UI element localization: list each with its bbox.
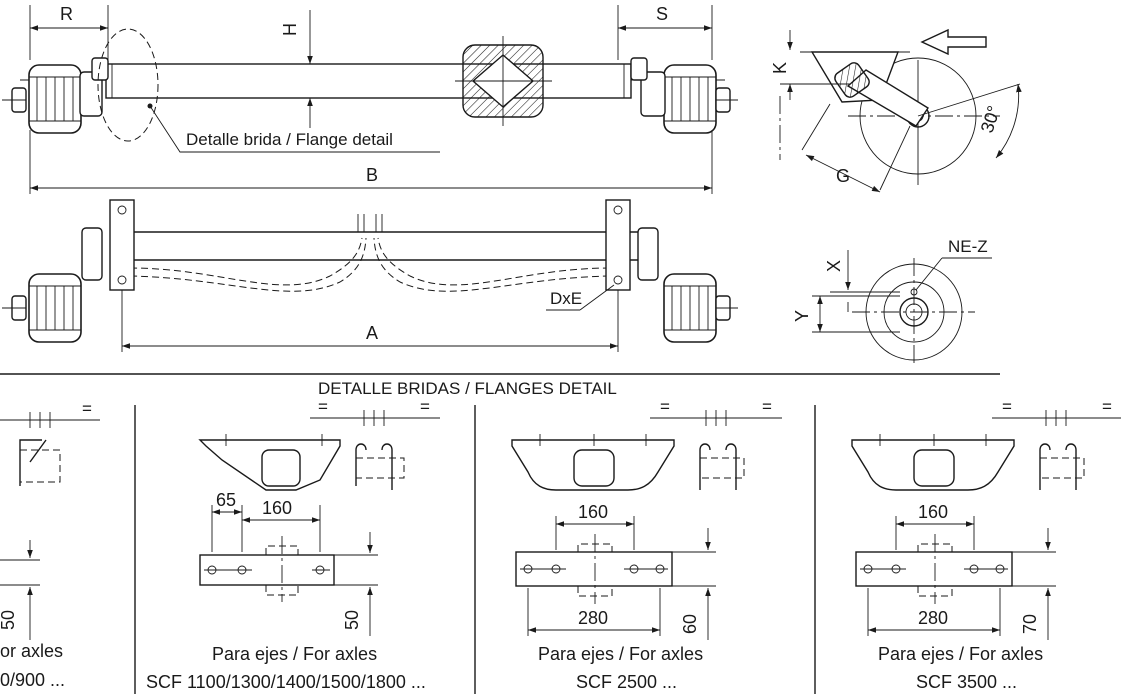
flange-1-caption-1: or axles bbox=[0, 641, 63, 661]
dim-x-label: X bbox=[824, 260, 844, 272]
top-axle-view: R S H Deta bbox=[2, 4, 738, 194]
flange-3-total: 280 bbox=[578, 608, 608, 628]
flange-3-spacing: 160 bbox=[578, 502, 608, 522]
dim-y-label: Y bbox=[792, 310, 812, 322]
flange-4-height: 70 bbox=[1020, 614, 1040, 634]
flange-2-offset: 65 bbox=[216, 490, 236, 510]
section-title: DETALLE BRIDAS / FLANGES DETAIL bbox=[318, 379, 617, 398]
flange-detail-4: = = 160 280 70 Para ejes / For bbox=[851, 397, 1121, 692]
flange-detail-3: = = 160 280 60 Para ejes bbox=[511, 397, 782, 692]
dim-s-label: S bbox=[656, 4, 668, 24]
flange-2-height: 50 bbox=[342, 610, 362, 630]
flange-2-caption-1: Para ejes / For axles bbox=[212, 644, 377, 664]
flange-callout-label: Detalle brida / Flange detail bbox=[186, 130, 393, 149]
dim-r-label: R bbox=[60, 4, 73, 24]
dim-ne-z-label: NE-Z bbox=[948, 237, 988, 256]
flange-3-equals-left: = bbox=[660, 397, 670, 416]
flange-4-spacing: 160 bbox=[918, 502, 948, 522]
dim-k-label: K bbox=[770, 62, 790, 74]
dim-g-label: G bbox=[836, 166, 850, 186]
flange-2-equals-right: = bbox=[420, 397, 430, 416]
angle-label: 30° bbox=[977, 103, 1004, 135]
flange-1-equals: = bbox=[82, 399, 92, 418]
flange-1-caption-2: 0/900 ... bbox=[0, 670, 65, 690]
dim-h-label: H bbox=[280, 23, 300, 36]
flange-3-caption-1: Para ejes / For axles bbox=[538, 644, 703, 664]
flange-4-equals-left: = bbox=[1002, 397, 1012, 416]
flange-2-equals-left: = bbox=[318, 397, 328, 416]
dim-a-label: A bbox=[366, 323, 378, 343]
flange-4-caption-2: SCF 3500 ... bbox=[916, 672, 1017, 692]
direction-arrow-icon bbox=[920, 28, 987, 56]
flange-1-height: 50 bbox=[0, 610, 18, 630]
plan-axle-view: DxE A bbox=[2, 199, 738, 352]
flange-2-caption-2: SCF 1100/1300/1400/1500/1800 ... bbox=[146, 672, 426, 692]
flange-3-equals-right: = bbox=[762, 397, 772, 416]
flange-4-equals-right: = bbox=[1102, 397, 1112, 416]
flange-4-total: 280 bbox=[918, 608, 948, 628]
side-view: K G 30° bbox=[770, 28, 1022, 193]
flange-4-caption-1: Para ejes / For axles bbox=[878, 644, 1043, 664]
dim-dxe-label: DxE bbox=[550, 289, 582, 308]
flange-3-height: 60 bbox=[680, 614, 700, 634]
flange-3-caption-2: SCF 2500 ... bbox=[576, 672, 677, 692]
flange-detail-1: = 50 or axles 0/900 ... bbox=[0, 399, 100, 690]
flange-detail-2: = = 65 160 50 Para ejes / bbox=[146, 397, 440, 692]
dim-b-label: B bbox=[366, 165, 378, 185]
flange-2-spacing: 160 bbox=[262, 498, 292, 518]
hub-view: NE-Z X Y bbox=[792, 237, 992, 366]
